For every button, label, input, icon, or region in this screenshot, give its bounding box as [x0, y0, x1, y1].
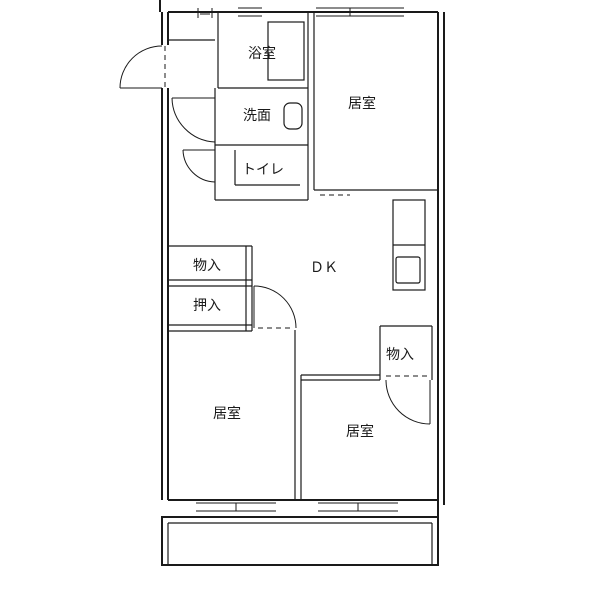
- room-label-bedroom-southwest: 居室: [213, 405, 241, 422]
- top-windows: [197, 7, 404, 18]
- wash-basin-fixture: [283, 102, 303, 130]
- room-label-storage-2: 物入: [386, 347, 414, 363]
- wet-area-walls: [214, 12, 315, 201]
- room-label-bath: 浴室: [248, 45, 276, 62]
- interior-partitions: [294, 325, 433, 500]
- north-bedroom-walls: [314, 189, 438, 196]
- room-label-closet: 押入: [193, 298, 221, 314]
- bottom-windows: [196, 502, 398, 512]
- balcony: [161, 505, 439, 566]
- bathtub-fixture: [267, 21, 305, 81]
- outer-walls: [159, 0, 445, 505]
- room-label-bedroom-north: 居室: [348, 95, 376, 112]
- room-label-washroom: 洗面: [243, 108, 271, 124]
- room-label-bedroom-southeast: 居室: [346, 423, 374, 440]
- kitchen-counter: [392, 199, 426, 291]
- room-label-dining-kitchen: ＤＫ: [310, 260, 338, 276]
- room-label-toilet: トイレ: [242, 162, 284, 178]
- left-storage-walls: [168, 245, 253, 332]
- room-label-storage-1: 物入: [193, 258, 221, 274]
